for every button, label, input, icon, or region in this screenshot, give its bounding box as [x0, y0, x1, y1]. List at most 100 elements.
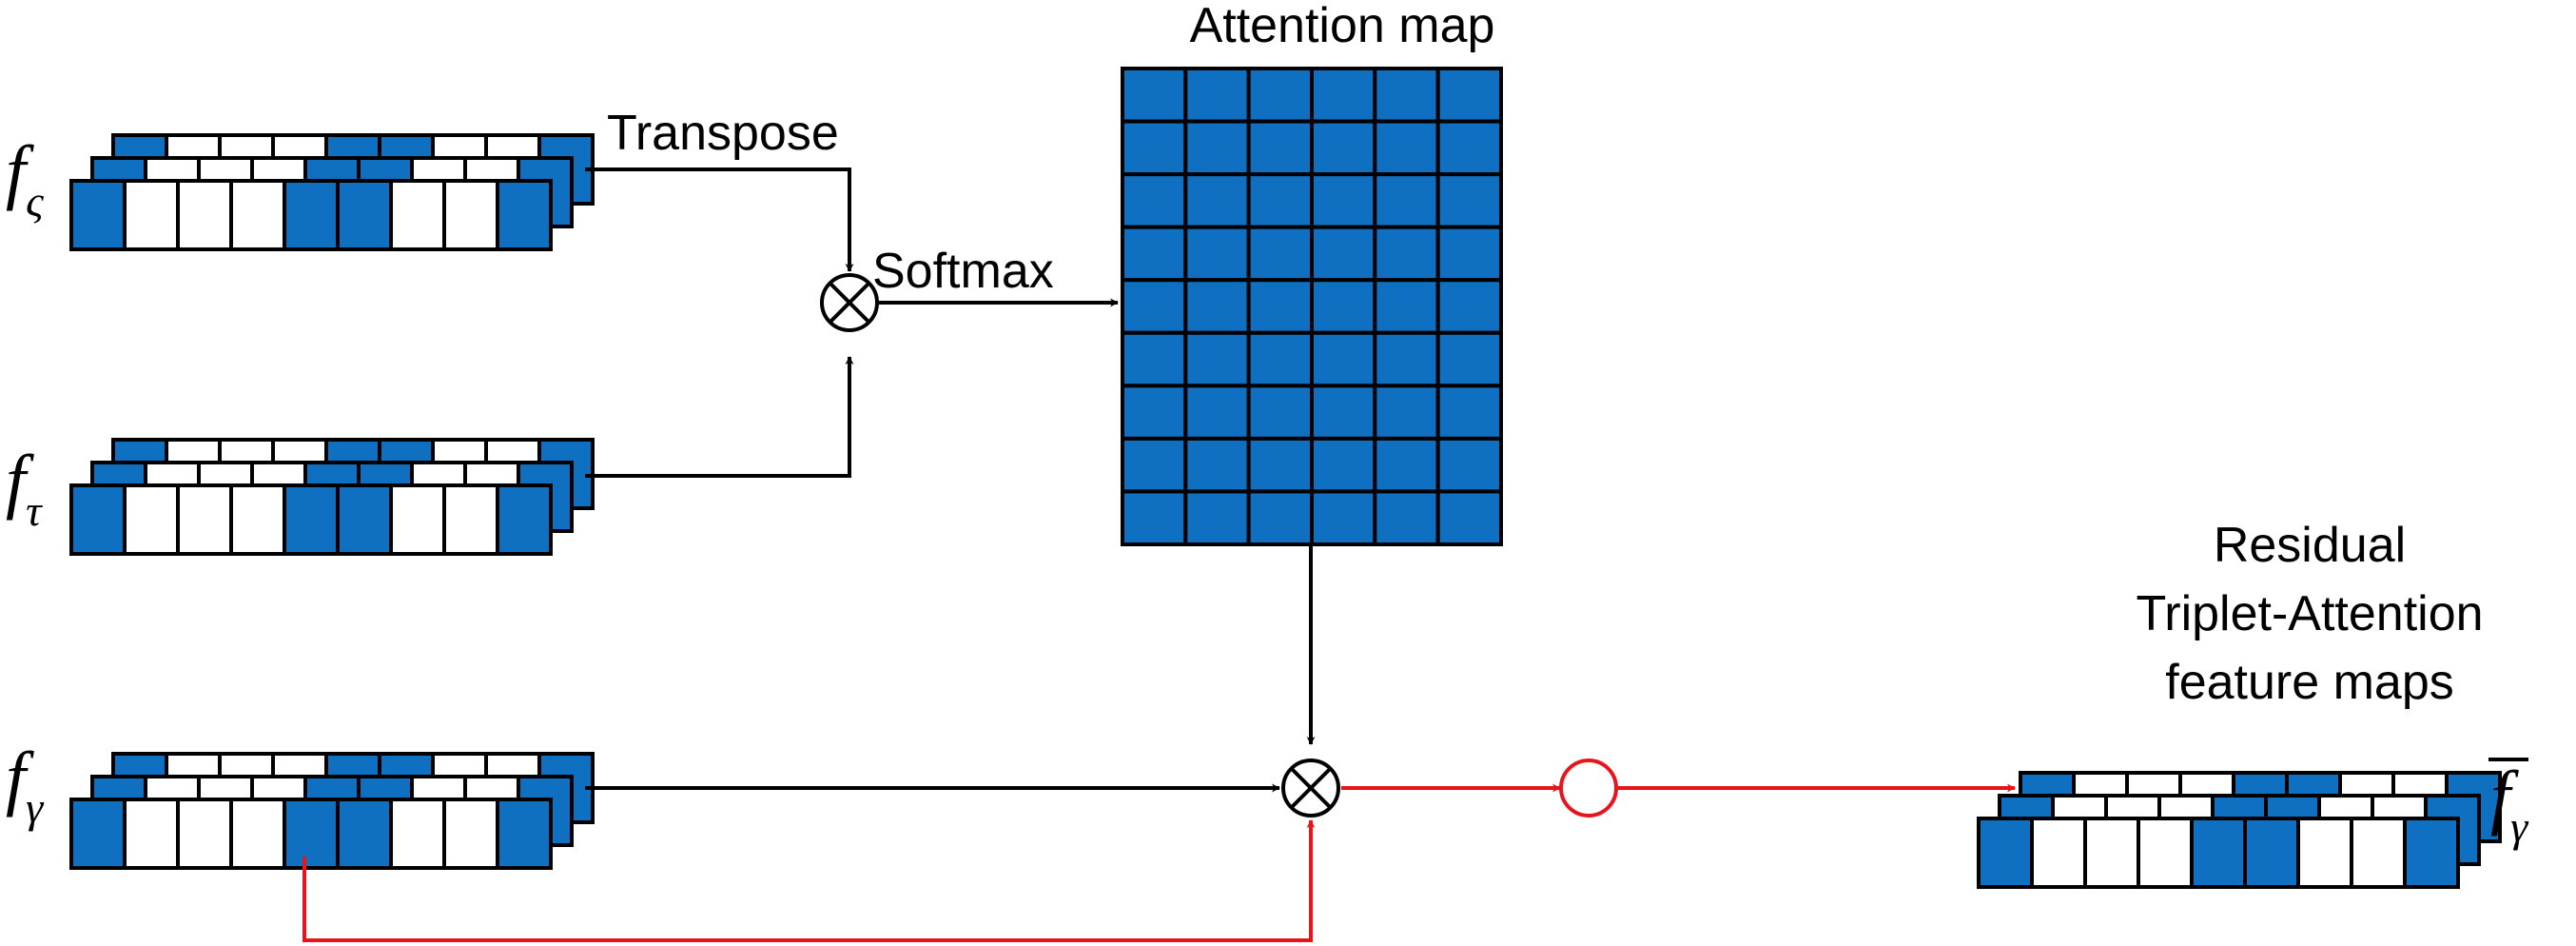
f-tau-arrow	[585, 356, 854, 478]
feature-map-f-tau	[69, 438, 595, 556]
attention-cell	[1121, 119, 1188, 177]
feature-cell	[442, 483, 499, 556]
attention-cell	[1246, 330, 1314, 388]
attention-map-grid	[1121, 67, 1503, 547]
feature-cell	[2190, 817, 2247, 889]
attention-cell	[1121, 172, 1188, 229]
attention-cell	[1246, 225, 1314, 283]
attention-cell	[1246, 384, 1314, 441]
feature-cell	[2296, 817, 2353, 889]
attention-cell	[1183, 67, 1251, 124]
attention-cell	[1373, 278, 1440, 335]
attention-cell	[1121, 278, 1188, 335]
symbol-f-gamma: fγ	[6, 738, 45, 832]
feature-cell	[336, 179, 393, 251]
feature-cell	[123, 483, 180, 556]
feature-cell	[2137, 817, 2194, 889]
feature-map-output	[1977, 771, 2502, 889]
feature-cell	[176, 179, 233, 251]
feature-cell	[336, 483, 393, 556]
feature-cell	[2403, 817, 2460, 889]
feature-cell	[2243, 817, 2300, 889]
residual-skip-arrow	[302, 819, 1316, 942]
attention-cell	[1435, 225, 1503, 283]
feature-cell	[496, 179, 553, 251]
attention-cell	[1310, 330, 1377, 388]
attention-cell	[1121, 225, 1188, 283]
attention-cell	[1435, 278, 1503, 335]
feature-map-layer	[69, 483, 553, 556]
feature-cell	[496, 483, 553, 556]
feature-cell	[69, 483, 127, 556]
matmul-operator-top	[820, 273, 879, 332]
feature-map-f-gamma	[69, 752, 595, 870]
attention-cell	[1246, 119, 1314, 177]
attention-cell	[1373, 330, 1440, 388]
feature-cell	[389, 179, 446, 251]
feature-map-layer	[69, 798, 553, 870]
attention-cell	[1121, 489, 1188, 547]
attention-cell	[1435, 172, 1503, 229]
attention-cell	[1310, 225, 1377, 283]
attention-cell	[1121, 67, 1188, 124]
attention-cell	[1373, 119, 1440, 177]
attention-cell	[1310, 172, 1377, 229]
attention-cell	[1310, 384, 1377, 441]
feature-cell	[389, 483, 446, 556]
transpose-arrow	[585, 168, 854, 272]
attention-cell	[1435, 330, 1503, 388]
residual-connections	[302, 783, 2016, 942]
symbol-f-sigma: fς	[6, 131, 44, 226]
attention-cell	[1373, 384, 1440, 441]
attention-cell	[1183, 278, 1251, 335]
output-title-line3: feature maps	[2165, 655, 2454, 710]
feature-cell	[176, 483, 233, 556]
element-sum-operator	[1559, 759, 1618, 818]
attention-cell	[1310, 119, 1377, 177]
attention-cell	[1246, 489, 1314, 547]
feature-cell	[442, 798, 499, 870]
connections	[585, 168, 1316, 793]
attention-cell	[1435, 489, 1503, 547]
feature-cell	[176, 798, 233, 870]
attention-cell	[1246, 436, 1314, 494]
attention-cell	[1435, 67, 1503, 124]
feature-map-f-sigma	[69, 133, 595, 251]
attention-cell	[1246, 67, 1314, 124]
output-title-line1: Residual	[2214, 518, 2406, 573]
attention-cell	[1310, 278, 1377, 335]
feature-cell	[2083, 817, 2140, 889]
softmax-label: Softmax	[872, 244, 1054, 299]
symbol-f-tau: fτ	[6, 441, 43, 535]
attention-cell	[1246, 278, 1314, 335]
attention-cell	[1373, 225, 1440, 283]
attention-cell	[1310, 436, 1377, 494]
attention-cell	[1183, 384, 1251, 441]
feature-cell	[2350, 817, 2407, 889]
matmul-operator-bottom	[1281, 759, 1340, 818]
feature-cell	[123, 179, 180, 251]
attention-cell	[1121, 330, 1188, 388]
attention-cell	[1183, 119, 1251, 177]
feature-map-layer	[69, 179, 553, 251]
attention-cell	[1435, 119, 1503, 177]
attention-cell	[1246, 172, 1314, 229]
feature-cell	[229, 798, 286, 870]
attention-cell	[1373, 67, 1440, 124]
feature-cell	[69, 798, 127, 870]
attention-cell	[1183, 330, 1251, 388]
attention-cell	[1183, 225, 1251, 283]
feature-cell	[229, 483, 286, 556]
attention-cell	[1183, 172, 1251, 229]
attention-cell	[1435, 436, 1503, 494]
attention-cell	[1435, 384, 1503, 441]
feature-cell	[229, 179, 286, 251]
feature-cell	[442, 179, 499, 251]
attention-map-title: Attention map	[1190, 0, 1495, 53]
attention-cell	[1121, 384, 1188, 441]
feature-map-layer	[1977, 817, 2460, 889]
feature-cell	[283, 483, 340, 556]
feature-cell	[123, 798, 180, 870]
attention-cell	[1310, 489, 1377, 547]
